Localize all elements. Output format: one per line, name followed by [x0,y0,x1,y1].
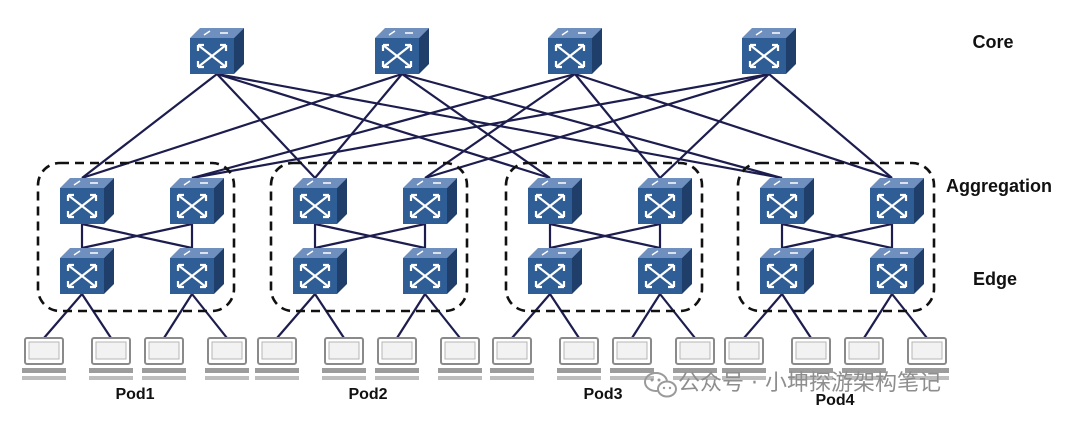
aggregation-switch-icon [636,176,694,226]
edge-host-link [863,293,893,339]
edge-host-link [191,293,228,339]
host-computer-icon [141,337,187,381]
agg-edge-link [781,222,893,250]
core-agg-link [401,72,783,180]
aggregation-switch-icon [868,176,926,226]
core-agg-link [314,73,403,179]
host-computer-icon [489,337,535,381]
host-computer-icon [321,337,367,381]
edge-switch-icon [291,246,349,296]
edge-host-link [511,293,551,339]
edge-switch-icon [401,246,459,296]
core-agg-link [574,73,661,179]
agg-edge-link [549,222,661,250]
host-computer-icon [437,337,483,381]
core-switch-icon [546,26,604,76]
pod-boundaries [36,161,936,313]
edge-switch-icon [58,246,116,296]
edge-switch-icon [168,246,226,296]
agg-edge-link [81,222,193,250]
edge-host-link [549,293,580,339]
edge-switch-icon [526,246,584,296]
pod-label: Pod3 [583,386,622,403]
edge-host-link [631,293,661,339]
watermark: 公众号 · 小坤探游架构笔记 [644,371,941,398]
core-agg-link [81,73,218,179]
edge-host-link [43,293,83,339]
pod-boundary [269,161,469,313]
host-computer-icon [254,337,300,381]
host-computer-icon [609,337,655,381]
core-agg-link [191,72,770,180]
aggregation-switch-icon [168,176,226,226]
pod-labels: Pod1 Pod2 Pod3 Pod4 [115,386,854,409]
aggregation-switch-icon [401,176,459,226]
host-computer-icon [21,337,67,381]
pod-label: Pod1 [115,386,154,403]
pod-label: Pod2 [348,386,387,403]
aggregation-switch-icon [758,176,816,226]
edge-switch-icon [868,246,926,296]
aggregation-switch-icon [526,176,584,226]
edge-host-link [781,293,812,339]
aggregation-switch-icon [291,176,349,226]
edge-host-link [314,293,345,339]
host-computer-icon [204,337,250,381]
core-agg-link [424,72,770,180]
aggregation-layer-label: Aggregation [946,176,1052,196]
core-agg-link [191,72,576,180]
pod-boundary [736,161,936,313]
core-layer-label: Core [972,32,1013,52]
host-computer-icon [556,337,602,381]
edge-host-link [276,293,316,339]
network-links [43,72,928,339]
edge-layer-label: Edge [973,269,1017,289]
core-agg-link [216,73,316,179]
edge-host-link [163,293,193,339]
core-switch-icon [188,26,246,76]
core-agg-link [81,72,403,180]
watermark-text: 公众号 · 小坤探游架构笔记 [678,371,941,396]
core-agg-link [574,72,893,180]
core-switch-icon [740,26,798,76]
edge-host-link [396,293,426,339]
edge-switch-icon [636,246,694,296]
edge-host-link [659,293,696,339]
agg-edge-link [314,222,426,250]
host-computer-icon [374,337,420,381]
aggregation-switch-icon [58,176,116,226]
pod-label: Pod4 [815,392,854,409]
core-agg-link [659,73,770,179]
wechat-icon [644,372,677,398]
edge-host-link [891,293,928,339]
pod-boundary [36,161,236,313]
core-agg-link [424,73,576,179]
edge-host-link [743,293,783,339]
edge-host-link [81,293,112,339]
pod-boundary [504,161,704,313]
edge-host-link [424,293,461,339]
core-switch-icon [373,26,431,76]
edge-switch-icon [758,246,816,296]
host-computer-icon [88,337,134,381]
core-agg-link [768,73,893,179]
